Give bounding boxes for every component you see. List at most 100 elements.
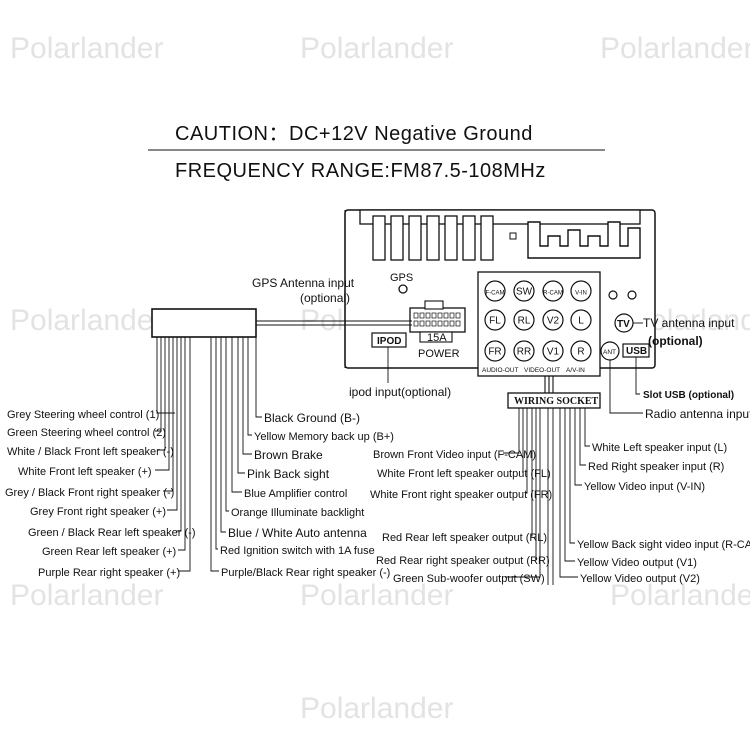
ipod-callout: ipod input(optional) <box>349 385 451 399</box>
watermark-text: Polarlander <box>300 579 453 612</box>
power-pin <box>419 320 425 327</box>
socket-wire <box>574 408 582 486</box>
harness-left-label: Grey Front right speaker (+) <box>30 506 166 518</box>
harness-left-label: Grey / Black Front right speaker (-) <box>5 487 174 499</box>
socket-left-label: Red Rear left speaker output (RL) <box>382 532 547 544</box>
rca-port <box>542 280 564 302</box>
harness-right-label: Purple/Black Rear right speaker (-) <box>221 567 390 579</box>
rca-port <box>570 340 592 362</box>
rca-port-label: R-CAM <box>543 291 563 297</box>
watermark-text: Polarlander <box>300 692 453 725</box>
harness-wire <box>178 337 191 572</box>
socket-right-labels: White Left speaker input (L) Red Right s… <box>577 442 750 585</box>
socket-wire <box>531 408 533 537</box>
power-pin <box>455 320 461 327</box>
harness-wire <box>163 337 174 492</box>
socket-wire <box>503 408 520 454</box>
rca-port-label: L <box>578 316 584 327</box>
harness-right-label: Blue / White Auto antenna <box>228 526 367 540</box>
harness-wire <box>237 337 245 474</box>
socket-wire <box>522 408 524 473</box>
tv-antenna-callout: TV antenna input <box>643 316 735 330</box>
socket-right-label: Yellow Back sight video input (R-CAM) <box>577 539 750 551</box>
radio-antenna-callout: Radio antenna input <box>645 407 750 421</box>
watermark-text: Polarlander <box>600 32 750 65</box>
socket-left-label: White Front left speaker output (FL) <box>377 468 551 480</box>
watermark-text: Polarlander <box>300 32 453 65</box>
watermark-text: Polarlander <box>610 579 750 612</box>
harness-wire <box>215 337 218 550</box>
socket-wire <box>535 408 537 560</box>
rca-port <box>542 340 564 362</box>
av-in-label: A/V-IN <box>566 367 585 374</box>
wiring-socket-label: WIRING SOCKET <box>514 396 599 407</box>
harness-wire <box>155 337 170 471</box>
rca-port-label: FL <box>489 316 501 327</box>
heatsink-comb <box>527 221 641 259</box>
harness-right-label: Brown Brake <box>254 448 323 462</box>
usb-callout-line <box>635 357 640 395</box>
rca-port <box>570 280 592 302</box>
harness-right-labels: Black Ground (B-) Yellow Memory back up … <box>220 411 394 579</box>
power-pin <box>455 312 461 319</box>
socket-right-label: Yellow Video output (V2) <box>580 573 700 585</box>
usb-callout: Slot USB (optional) <box>643 390 734 401</box>
power-pin <box>431 320 437 327</box>
harness-connector <box>151 308 257 338</box>
socket-left-label: White Front right speaker output (FR) <box>370 489 552 501</box>
power-pin <box>419 312 425 319</box>
harness-left-labels: Grey Steering wheel control (1) Green St… <box>5 409 196 579</box>
harness-left-label: Green Steering wheel control (2) <box>7 427 166 439</box>
socket-wire <box>559 408 578 578</box>
radio-ant-callout-line <box>609 360 643 414</box>
harness-wire <box>247 337 252 436</box>
harness-wire <box>178 337 186 551</box>
harness-wire <box>210 337 219 572</box>
socket-wire <box>569 408 575 544</box>
gps-antenna-callout-optional: (optional) <box>300 291 350 305</box>
tv-port-label: TV <box>617 319 630 330</box>
power-pin <box>425 312 431 319</box>
rca-port <box>484 340 506 362</box>
rca-port <box>542 309 564 331</box>
harness-wire <box>156 337 175 414</box>
audio-out-label: AUDIO-OUT <box>482 367 519 374</box>
harness-left-label: Green / Black Rear left speaker (-) <box>28 527 196 539</box>
usb-port-label: USB <box>626 346 647 357</box>
harness-wire <box>167 337 178 511</box>
socket-wire <box>526 408 528 494</box>
gps-port-label: GPS <box>390 272 413 284</box>
rca-port <box>513 309 535 331</box>
socket-left-label: Brown Front Video input (F-CAM) <box>373 449 536 461</box>
rca-port-label: RL <box>518 316 531 327</box>
socket-wire <box>505 408 541 578</box>
harness-wire <box>242 337 252 455</box>
harness-wires <box>155 337 262 572</box>
rca-port <box>513 340 535 362</box>
power-pin <box>437 312 443 319</box>
harness-left-label: Purple Rear right speaker (+) <box>38 567 180 579</box>
rca-port-label: F-CAM <box>486 291 505 297</box>
harness-right-label: Black Ground (B-) <box>264 411 360 425</box>
rca-port-label: RR <box>517 347 531 358</box>
socket-wire <box>564 408 575 562</box>
harness-wire <box>158 337 166 451</box>
rca-port <box>484 280 506 302</box>
rca-port-label: V1 <box>547 347 560 358</box>
power-pin <box>437 320 443 327</box>
tv-antenna-callout-optional: (optional) <box>648 334 703 348</box>
power-pin <box>449 312 455 319</box>
vent-slots <box>372 215 517 261</box>
harness-right-label: Blue Amplifier control <box>244 488 347 500</box>
power-pin <box>443 320 449 327</box>
socket-wire <box>584 408 590 447</box>
rca-port-label: V-IN <box>575 291 587 297</box>
caution-heading: CAUTION：DC+12V Negative Ground <box>175 123 533 145</box>
ipod-port-label: IPOD <box>377 336 401 347</box>
frequency-heading: FREQUENCY RANGE:FM87.5-108MHz <box>175 160 546 182</box>
rca-cable <box>544 376 554 395</box>
harness-wire <box>220 337 226 533</box>
harness-wire <box>155 337 162 432</box>
